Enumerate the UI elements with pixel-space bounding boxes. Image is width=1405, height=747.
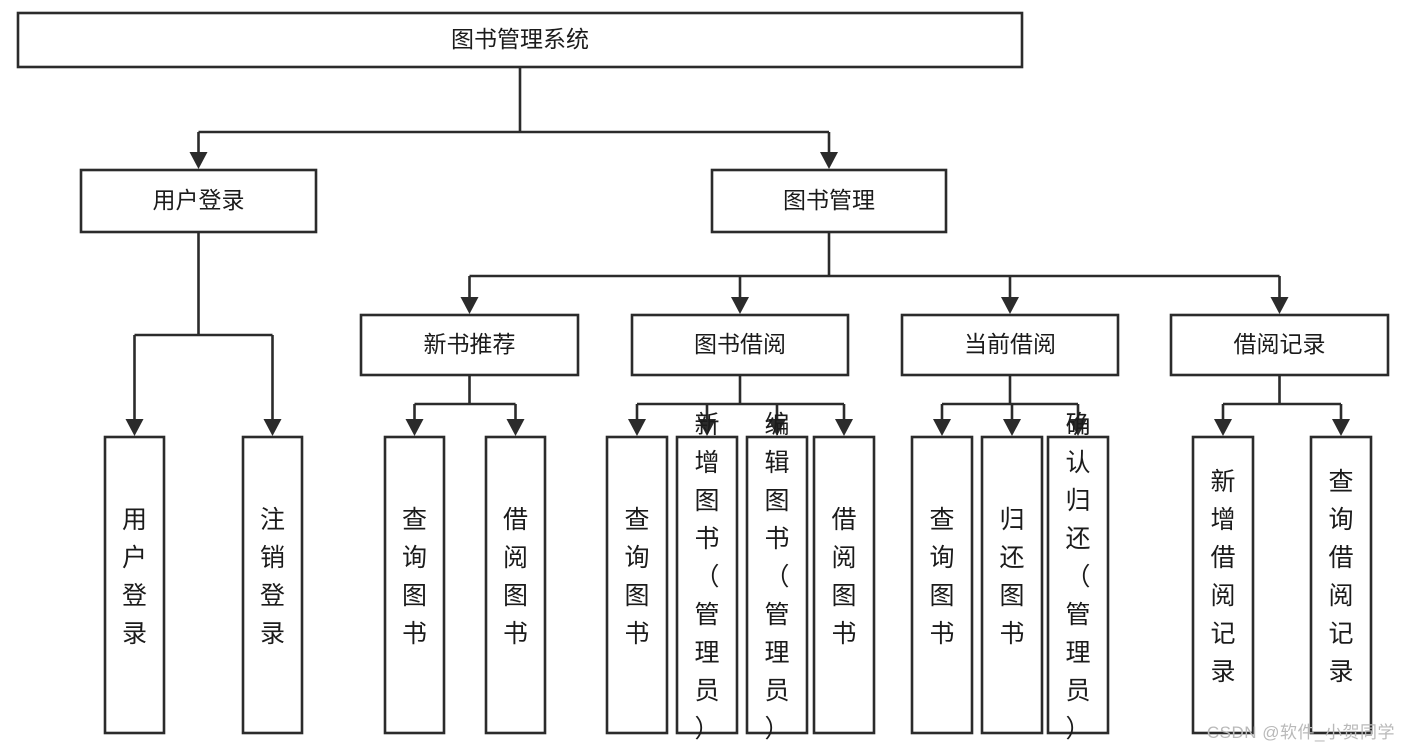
- node-leaf-11[interactable]: 新增借阅记录: [1191, 435, 1255, 735]
- node-leaf-12[interactable]: 查询借阅记录: [1309, 435, 1373, 735]
- arrow-head-icon: [768, 419, 786, 436]
- arrow-head-icon: [835, 419, 853, 436]
- node-leaf-6[interactable]: 编辑图书（管理员）: [745, 411, 809, 743]
- node-root-system[interactable]: 图书管理系统: [16, 11, 1024, 69]
- leaf-label: 查询图书: [624, 506, 649, 648]
- node-leaf-2[interactable]: 查询图书: [383, 435, 446, 735]
- arrow-head-icon: [405, 419, 424, 436]
- leaf-label: 归还图书: [999, 506, 1024, 648]
- node-leaf-5[interactable]: 新增图书（管理员）: [675, 411, 739, 743]
- arrow-head-icon: [1214, 419, 1232, 436]
- arrow-head-icon: [189, 152, 208, 169]
- node-level2-1[interactable]: 图书管理: [710, 168, 948, 234]
- arrow-head-icon: [628, 419, 646, 436]
- arrow-head-icon: [460, 297, 479, 314]
- node-label: 图书借阅: [694, 331, 786, 357]
- arrow-head-icon: [933, 419, 951, 436]
- connector-layer: [125, 67, 1350, 436]
- arrow-head-icon: [1332, 419, 1350, 436]
- node-leaf-9[interactable]: 归还图书: [980, 435, 1044, 735]
- node-leaf-10[interactable]: 确认归还（管理员）: [1046, 411, 1110, 743]
- leaf-label: 确认归还（管理员）: [1065, 411, 1090, 743]
- node-label: 图书管理: [783, 187, 875, 213]
- node-leaf-0[interactable]: 用户登录: [103, 435, 166, 735]
- node-leaf-7[interactable]: 借阅图书: [812, 435, 876, 735]
- leaf-label: 查询借阅记录: [1328, 468, 1353, 686]
- arrow-head-icon: [1003, 419, 1021, 436]
- node-label: 借阅记录: [1234, 331, 1326, 357]
- node-level2-0[interactable]: 用户登录: [79, 168, 318, 234]
- node-leaf-3[interactable]: 借阅图书: [484, 435, 547, 735]
- leaf-label: 注销登录: [260, 506, 285, 648]
- node-leaf-1[interactable]: 注销登录: [241, 435, 304, 735]
- leaf-label: 借阅图书: [503, 506, 528, 648]
- node-leaf-8[interactable]: 查询图书: [910, 435, 974, 735]
- leaf-label: 编辑图书（管理员）: [764, 411, 789, 743]
- node-leaf-4[interactable]: 查询图书: [605, 435, 669, 735]
- node-level3-1[interactable]: 图书借阅: [630, 313, 850, 377]
- arrow-head-icon: [1001, 297, 1019, 314]
- leaf-label: 借阅图书: [831, 506, 856, 648]
- node-level3-0[interactable]: 新书推荐: [359, 313, 580, 377]
- node-level3-3[interactable]: 借阅记录: [1169, 313, 1390, 377]
- node-layer: 图书管理系统用户登录图书管理新书推荐图书借阅当前借阅借阅记录用户登录注销登录查询…: [16, 11, 1390, 743]
- node-label: 新书推荐: [424, 331, 516, 357]
- node-label: 当前借阅: [964, 331, 1056, 357]
- leaf-label: 新增借阅记录: [1210, 468, 1235, 686]
- arrow-head-icon: [125, 419, 144, 436]
- leaf-label: 用户登录: [122, 506, 147, 648]
- node-label: 图书管理系统: [451, 26, 589, 52]
- arrow-head-icon: [731, 297, 749, 314]
- arrow-head-icon: [1069, 419, 1087, 436]
- leaf-label: 查询图书: [929, 506, 954, 648]
- arrow-head-icon: [698, 419, 716, 436]
- node-level3-2[interactable]: 当前借阅: [900, 313, 1120, 377]
- csdn-watermark: CSDN @软件_小贺同学: [1206, 723, 1395, 742]
- arrow-head-icon: [1270, 297, 1289, 314]
- arrow-head-icon: [506, 419, 525, 436]
- arrow-head-icon: [263, 419, 282, 436]
- node-label: 用户登录: [153, 187, 245, 213]
- leaf-label: 新增图书（管理员）: [694, 411, 719, 743]
- arrow-head-icon: [820, 152, 838, 169]
- leaf-label: 查询图书: [402, 506, 427, 648]
